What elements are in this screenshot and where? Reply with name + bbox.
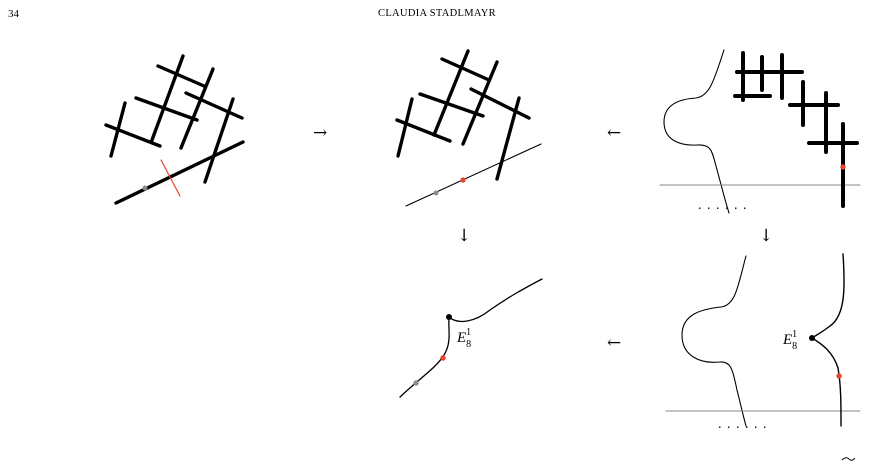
panel-top-left — [104, 54, 245, 205]
arrow-left-bottom: ← — [607, 333, 621, 353]
running-head: CLAUDIA STADLMAYR — [378, 8, 496, 19]
arrow-left-top: ← — [607, 123, 621, 143]
panel-bottom-right — [665, 253, 861, 427]
panel-top-right — [659, 49, 861, 214]
arrow-down-right: ↓ — [759, 226, 773, 246]
arrow-down-middle: ↓ — [457, 226, 471, 246]
dots-top: . . . . . . — [698, 198, 748, 213]
panel-bottom-middle — [399, 278, 543, 398]
panel-top-middle — [395, 49, 542, 207]
tilde-mark — [841, 457, 856, 461]
dots-bottom: . . . . . . — [718, 417, 768, 432]
arrow-right: → — [313, 123, 327, 143]
page-number: 34 — [8, 8, 19, 20]
